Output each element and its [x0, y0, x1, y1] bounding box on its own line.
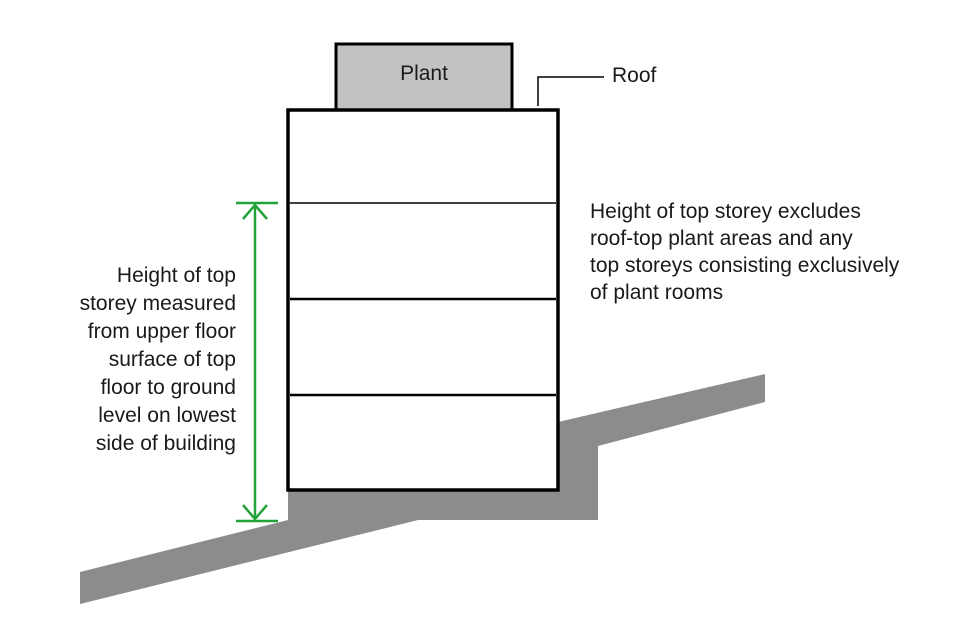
note-line: floor to ground: [100, 376, 236, 399]
note-line: Height of top storey excludes: [590, 200, 861, 223]
note-line: of plant rooms: [590, 281, 724, 304]
roof-label: Roof: [612, 64, 657, 87]
note-line: top storeys consisting exclusively: [590, 254, 900, 277]
height-measurement-note: Height of top storey measured from upper…: [40, 262, 236, 458]
note-line: Height of top: [116, 264, 236, 287]
note-line: surface of top: [108, 348, 236, 371]
note-line: storey measured: [79, 292, 236, 315]
height-dimension-arrow: [236, 201, 278, 523]
note-line: side of building: [95, 432, 236, 455]
top-storey-exclusion-note: Height of top storey excludes roof-top p…: [590, 198, 940, 306]
note-line: roof-top plant areas and any: [590, 227, 853, 250]
plant-label: Plant: [400, 62, 448, 85]
dimension-arrowhead-down: [242, 504, 268, 521]
roof-leader-line: [537, 76, 604, 106]
note-line: from upper floor: [87, 320, 236, 343]
dimension-arrowhead-up: [242, 203, 268, 220]
note-line: level on lowest: [98, 404, 236, 427]
